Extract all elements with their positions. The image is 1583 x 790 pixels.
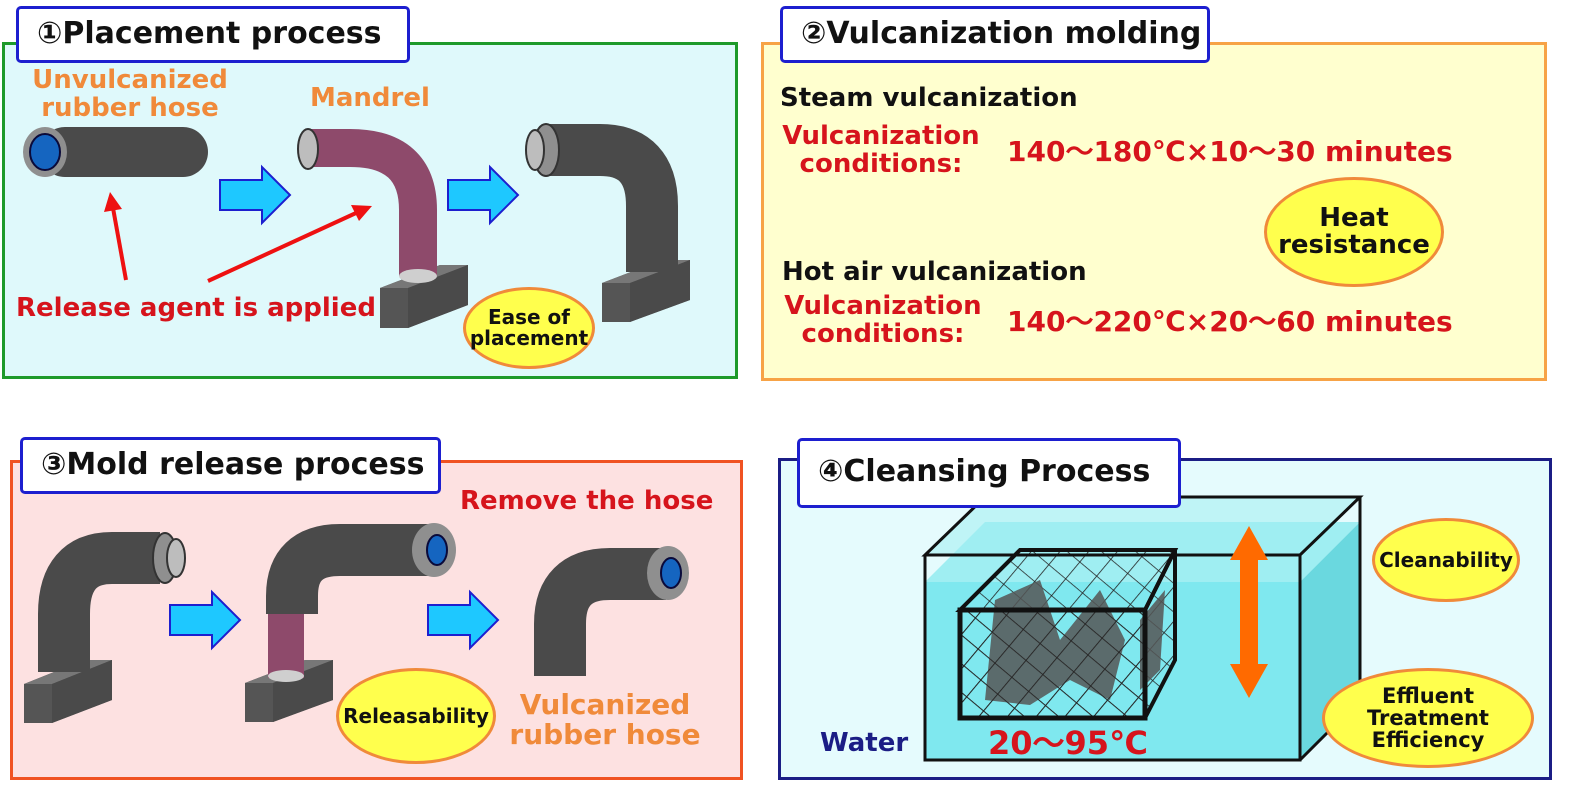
release-agent-label: Release agent is applied xyxy=(16,293,376,323)
right-arrow-icon xyxy=(447,164,520,226)
mandrel-label: Mandrel xyxy=(310,83,430,113)
mandrel-illustration xyxy=(297,128,468,328)
mold-release-process-panel xyxy=(10,460,743,780)
unvulcanized-hose-illustration xyxy=(23,127,208,177)
mold-release-process-title: ③Mold release process xyxy=(20,437,441,494)
hose-on-mandrel-illustration xyxy=(24,532,186,723)
steam-conditions-label: Vulcanization conditions: xyxy=(782,121,980,180)
wire-basket-illustration xyxy=(955,548,1179,721)
unvulcanized-hose-label: Unvulcanized rubber hose xyxy=(32,65,228,124)
hot-air-vulcanization-heading: Hot air vulcanization xyxy=(782,257,1087,287)
effluent-treatment-badge: Effluent Treatment Efficiency xyxy=(1322,668,1534,768)
ease-of-placement-badge: Ease of placement xyxy=(463,287,595,369)
water-tank-illustration xyxy=(921,495,1364,762)
placement-process-panel xyxy=(2,42,738,379)
vulcanized-hose-illustration xyxy=(534,546,689,676)
water-label: Water xyxy=(820,728,909,758)
remove-hose-label: Remove the hose xyxy=(460,486,714,516)
steam-vulcanization-heading: Steam vulcanization xyxy=(780,83,1078,113)
hose-removal-illustration xyxy=(245,523,456,722)
hot-air-conditions-label: Vulcanization conditions: xyxy=(784,291,982,350)
heat-resistance-badge: Heat resistance xyxy=(1264,177,1444,287)
vulcanized-hose-label: Vulcanized rubber hose xyxy=(509,688,701,752)
right-arrow-icon xyxy=(427,589,500,651)
cleansing-process-title: ④Cleansing Process xyxy=(797,438,1181,508)
vulcanization-molding-title: ②Vulcanization molding xyxy=(780,6,1210,63)
red-pointer-arrow-icon xyxy=(104,192,128,281)
red-pointer-arrow-icon xyxy=(207,205,372,283)
right-arrow-icon xyxy=(169,589,242,651)
right-arrow-icon xyxy=(219,164,292,226)
placement-process-title: ①Placement process xyxy=(16,6,410,63)
double-headed-arrow-icon xyxy=(1230,526,1268,698)
steam-conditions-value: 140～180℃×10～30 minutes xyxy=(1007,135,1453,168)
cleanability-badge: Cleanability xyxy=(1372,518,1520,602)
hose-on-mandrel-illustration xyxy=(525,123,690,322)
releasability-badge: Releasability xyxy=(336,668,496,764)
hot-air-conditions-value: 140～220℃×20～60 minutes xyxy=(1007,305,1453,338)
temperature-range-label: 20～95℃ xyxy=(988,724,1148,762)
